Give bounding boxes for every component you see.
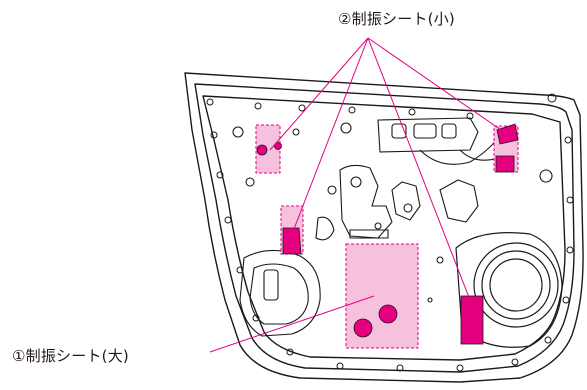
- callout-line-small-1: [269, 37, 369, 151]
- interior-structure: [232, 122, 553, 303]
- magenta-dot-2: [274, 142, 282, 150]
- magenta-tab-1: [282, 227, 302, 255]
- callout-label-large-sheet: ①制振シート(大): [12, 347, 129, 365]
- speaker: [455, 232, 563, 348]
- magenta-dot-3: [353, 318, 373, 338]
- magenta-tab-2: [496, 123, 519, 145]
- magenta-dot-1: [256, 144, 268, 156]
- magenta-tab-3: [495, 155, 515, 173]
- callout-label-small-sheet: ②制振シート(小): [338, 10, 455, 28]
- callout-line-small-2: [291, 37, 369, 235]
- callout-line-small-4: [367, 37, 471, 301]
- callout-lines: [209, 37, 505, 353]
- callout-line-small-3: [367, 37, 505, 133]
- magenta-dot-4: [378, 304, 398, 324]
- callout-line-large: [209, 295, 375, 353]
- door-panel: [184, 72, 584, 383]
- magenta-block: [460, 295, 484, 345]
- magenta-marks: [256, 123, 519, 345]
